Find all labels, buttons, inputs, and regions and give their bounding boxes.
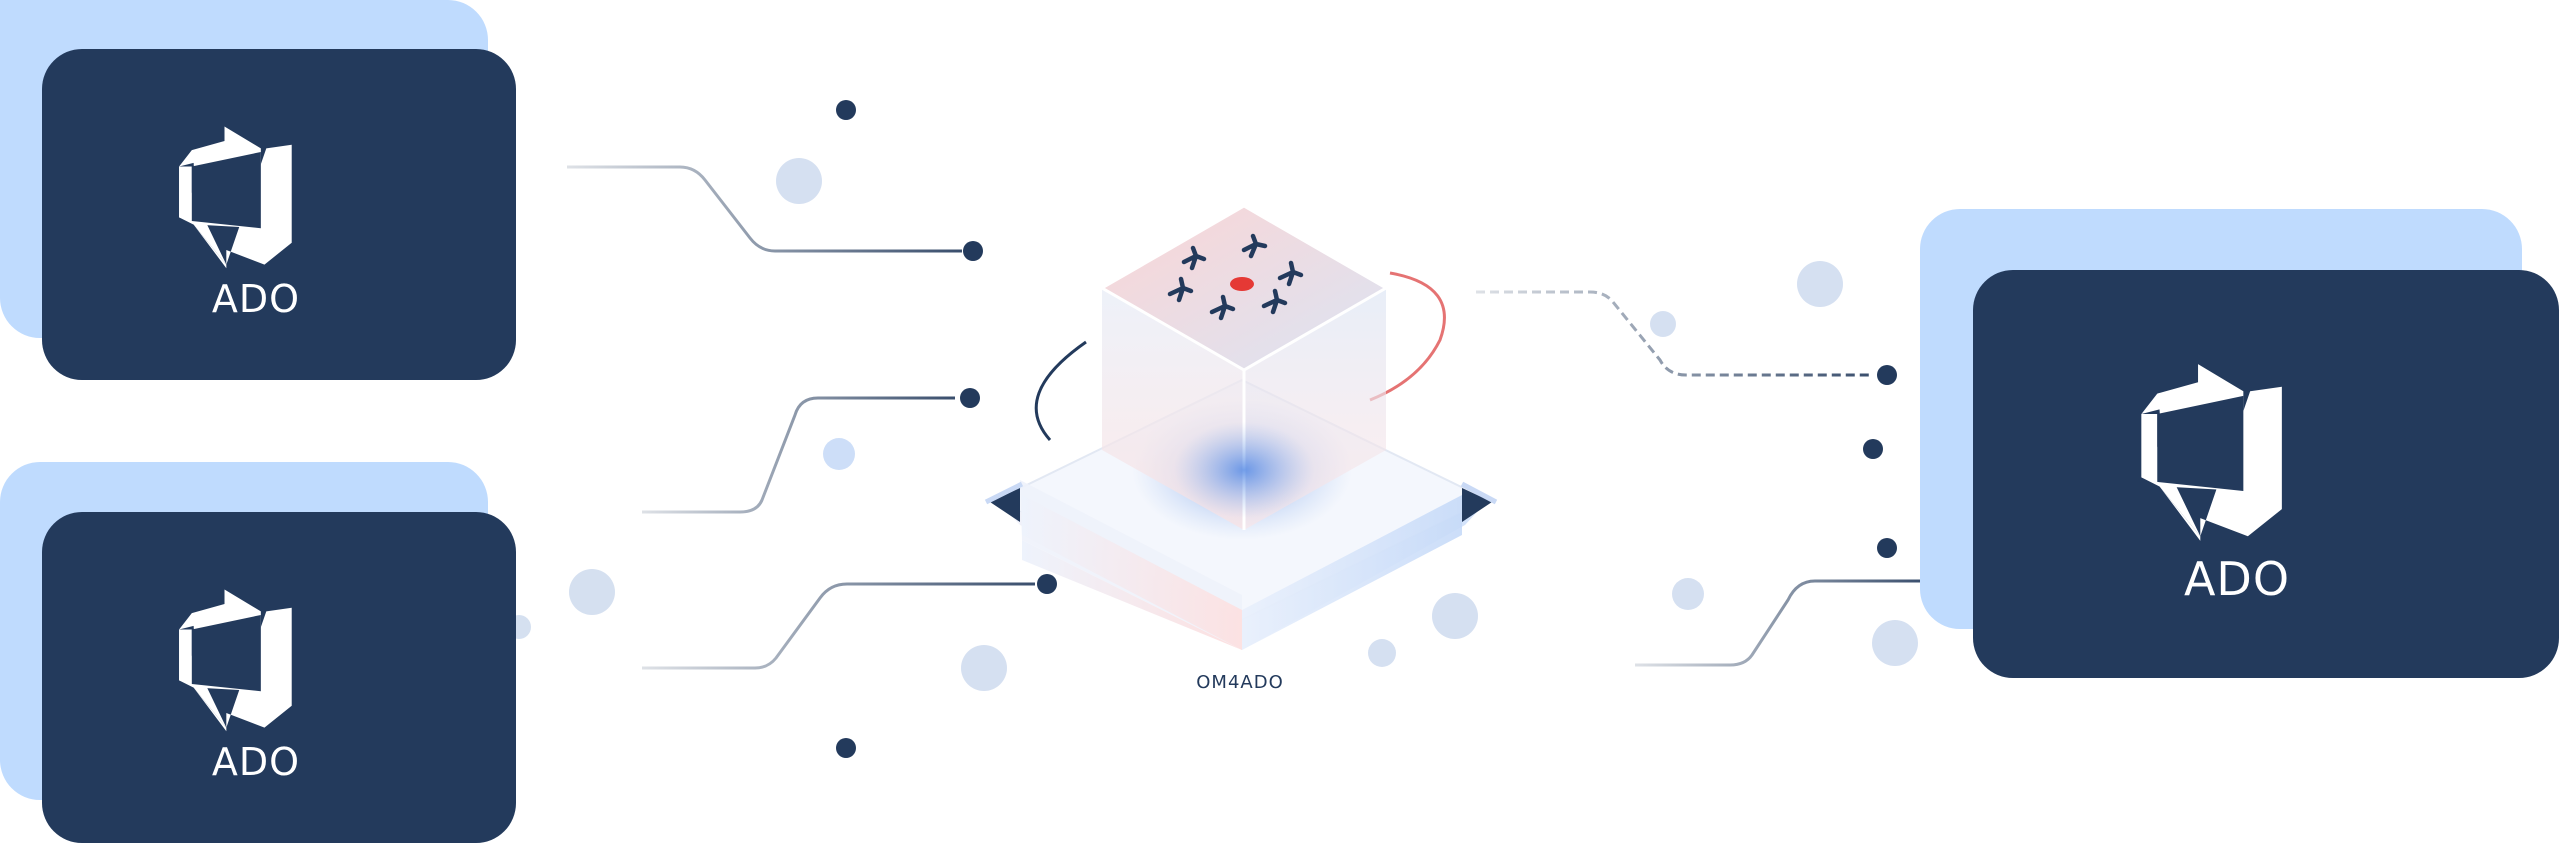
left-connectors xyxy=(522,108,1035,750)
right-connector-endpoints xyxy=(1863,365,1897,558)
bubble xyxy=(1650,311,1676,337)
base-right-fill xyxy=(1242,495,1462,650)
center-node xyxy=(1230,277,1254,291)
bubble xyxy=(1797,261,1843,307)
bubble xyxy=(569,569,615,615)
base-corner-right xyxy=(1462,488,1492,522)
right-connectors xyxy=(1470,290,1925,667)
hub-label: OM4ADO xyxy=(1196,672,1284,693)
network-icon xyxy=(1167,233,1304,321)
hub-graphic xyxy=(984,204,1498,650)
bubble xyxy=(961,645,1007,691)
background-bubbles xyxy=(507,158,1918,691)
orbit-ring xyxy=(1369,271,1446,402)
connector-line xyxy=(567,165,962,253)
base-corner-left xyxy=(990,488,1020,522)
bubble xyxy=(1872,620,1918,666)
ado-card-bottom-left: ADO xyxy=(42,512,516,843)
connector-endpoint xyxy=(1863,439,1883,459)
ado-card-top-left: ADO xyxy=(42,49,516,380)
bubble xyxy=(776,158,822,204)
azure-devops-icon xyxy=(2141,364,2282,541)
bubble xyxy=(1432,593,1478,639)
bubble xyxy=(1672,578,1704,610)
card-label: ADO xyxy=(211,276,301,321)
azure-devops-icon xyxy=(179,126,292,268)
base-left-fill xyxy=(1022,495,1242,650)
hub-glow-inner xyxy=(1174,422,1314,518)
bubble xyxy=(823,438,855,470)
connector-endpoint xyxy=(836,738,856,758)
left-connector-endpoints xyxy=(836,100,1057,758)
connector-line xyxy=(642,582,1035,670)
connector-endpoint xyxy=(960,388,980,408)
connector-endpoint xyxy=(963,241,983,261)
card-label: ADO xyxy=(2183,552,2291,606)
bubble xyxy=(1368,639,1396,667)
orbit-ring xyxy=(1034,340,1087,441)
base-skirt-left-fill xyxy=(1022,540,1242,650)
connector-endpoint xyxy=(1037,574,1057,594)
card-label: ADO xyxy=(211,739,301,784)
connector-dashed xyxy=(1476,290,1873,377)
connector-endpoint xyxy=(1877,365,1897,385)
connector-endpoint xyxy=(1877,538,1897,558)
azure-devops-icon xyxy=(179,589,292,731)
connector-line xyxy=(642,396,955,514)
ado-card-right: ADO xyxy=(1973,270,2559,678)
connector-endpoint xyxy=(836,100,856,120)
connector-line xyxy=(1635,579,1925,667)
